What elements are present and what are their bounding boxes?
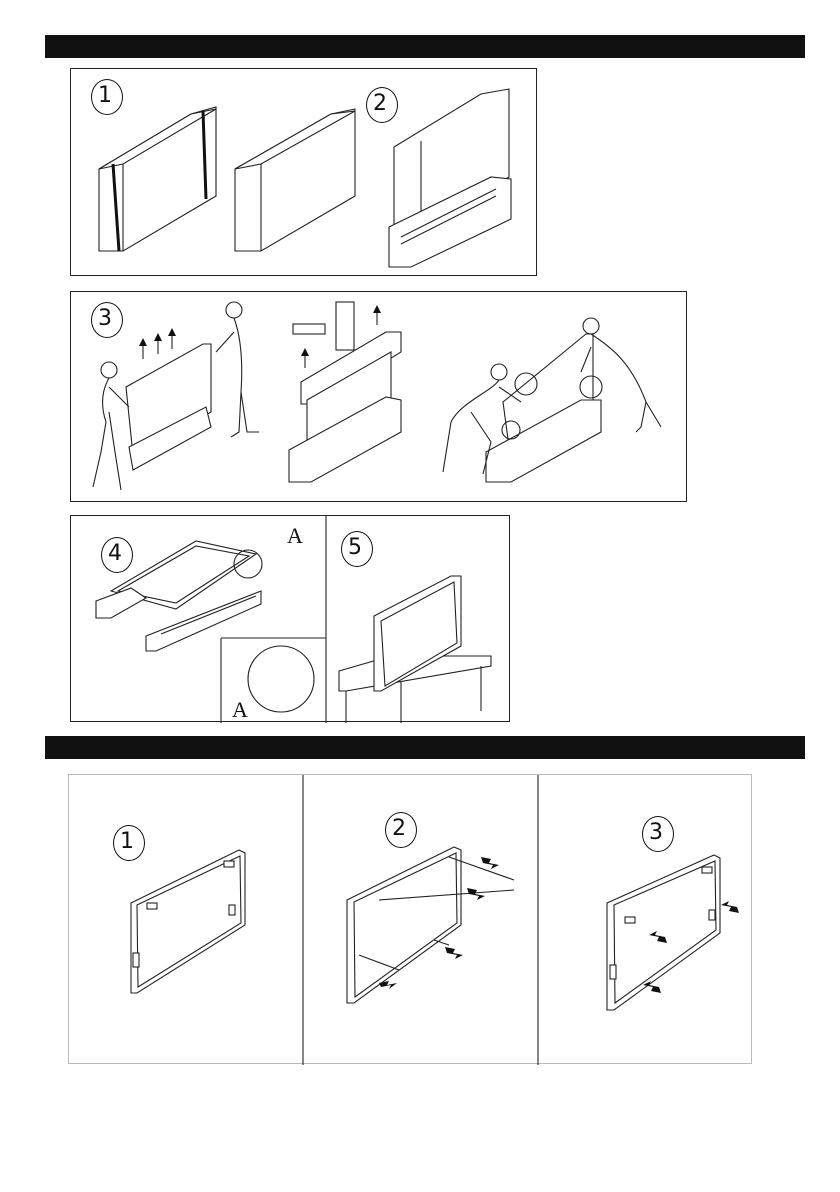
instruction-panel-3: 4 5 A A (70, 515, 510, 722)
section-header-bar-stand (45, 35, 805, 58)
wall-mount-illustration (69, 775, 753, 1065)
instruction-panel-1: 1 2 (70, 68, 537, 276)
instruction-panel-2: 3 (70, 291, 687, 502)
stand-screw-illustration (71, 516, 511, 723)
lifting-tv-illustration (71, 292, 688, 503)
wall-mount-panel: 1 2 3 (68, 774, 752, 1064)
packaged-box-illustration (71, 69, 538, 277)
section-header-bar-wall-mount (45, 736, 805, 759)
